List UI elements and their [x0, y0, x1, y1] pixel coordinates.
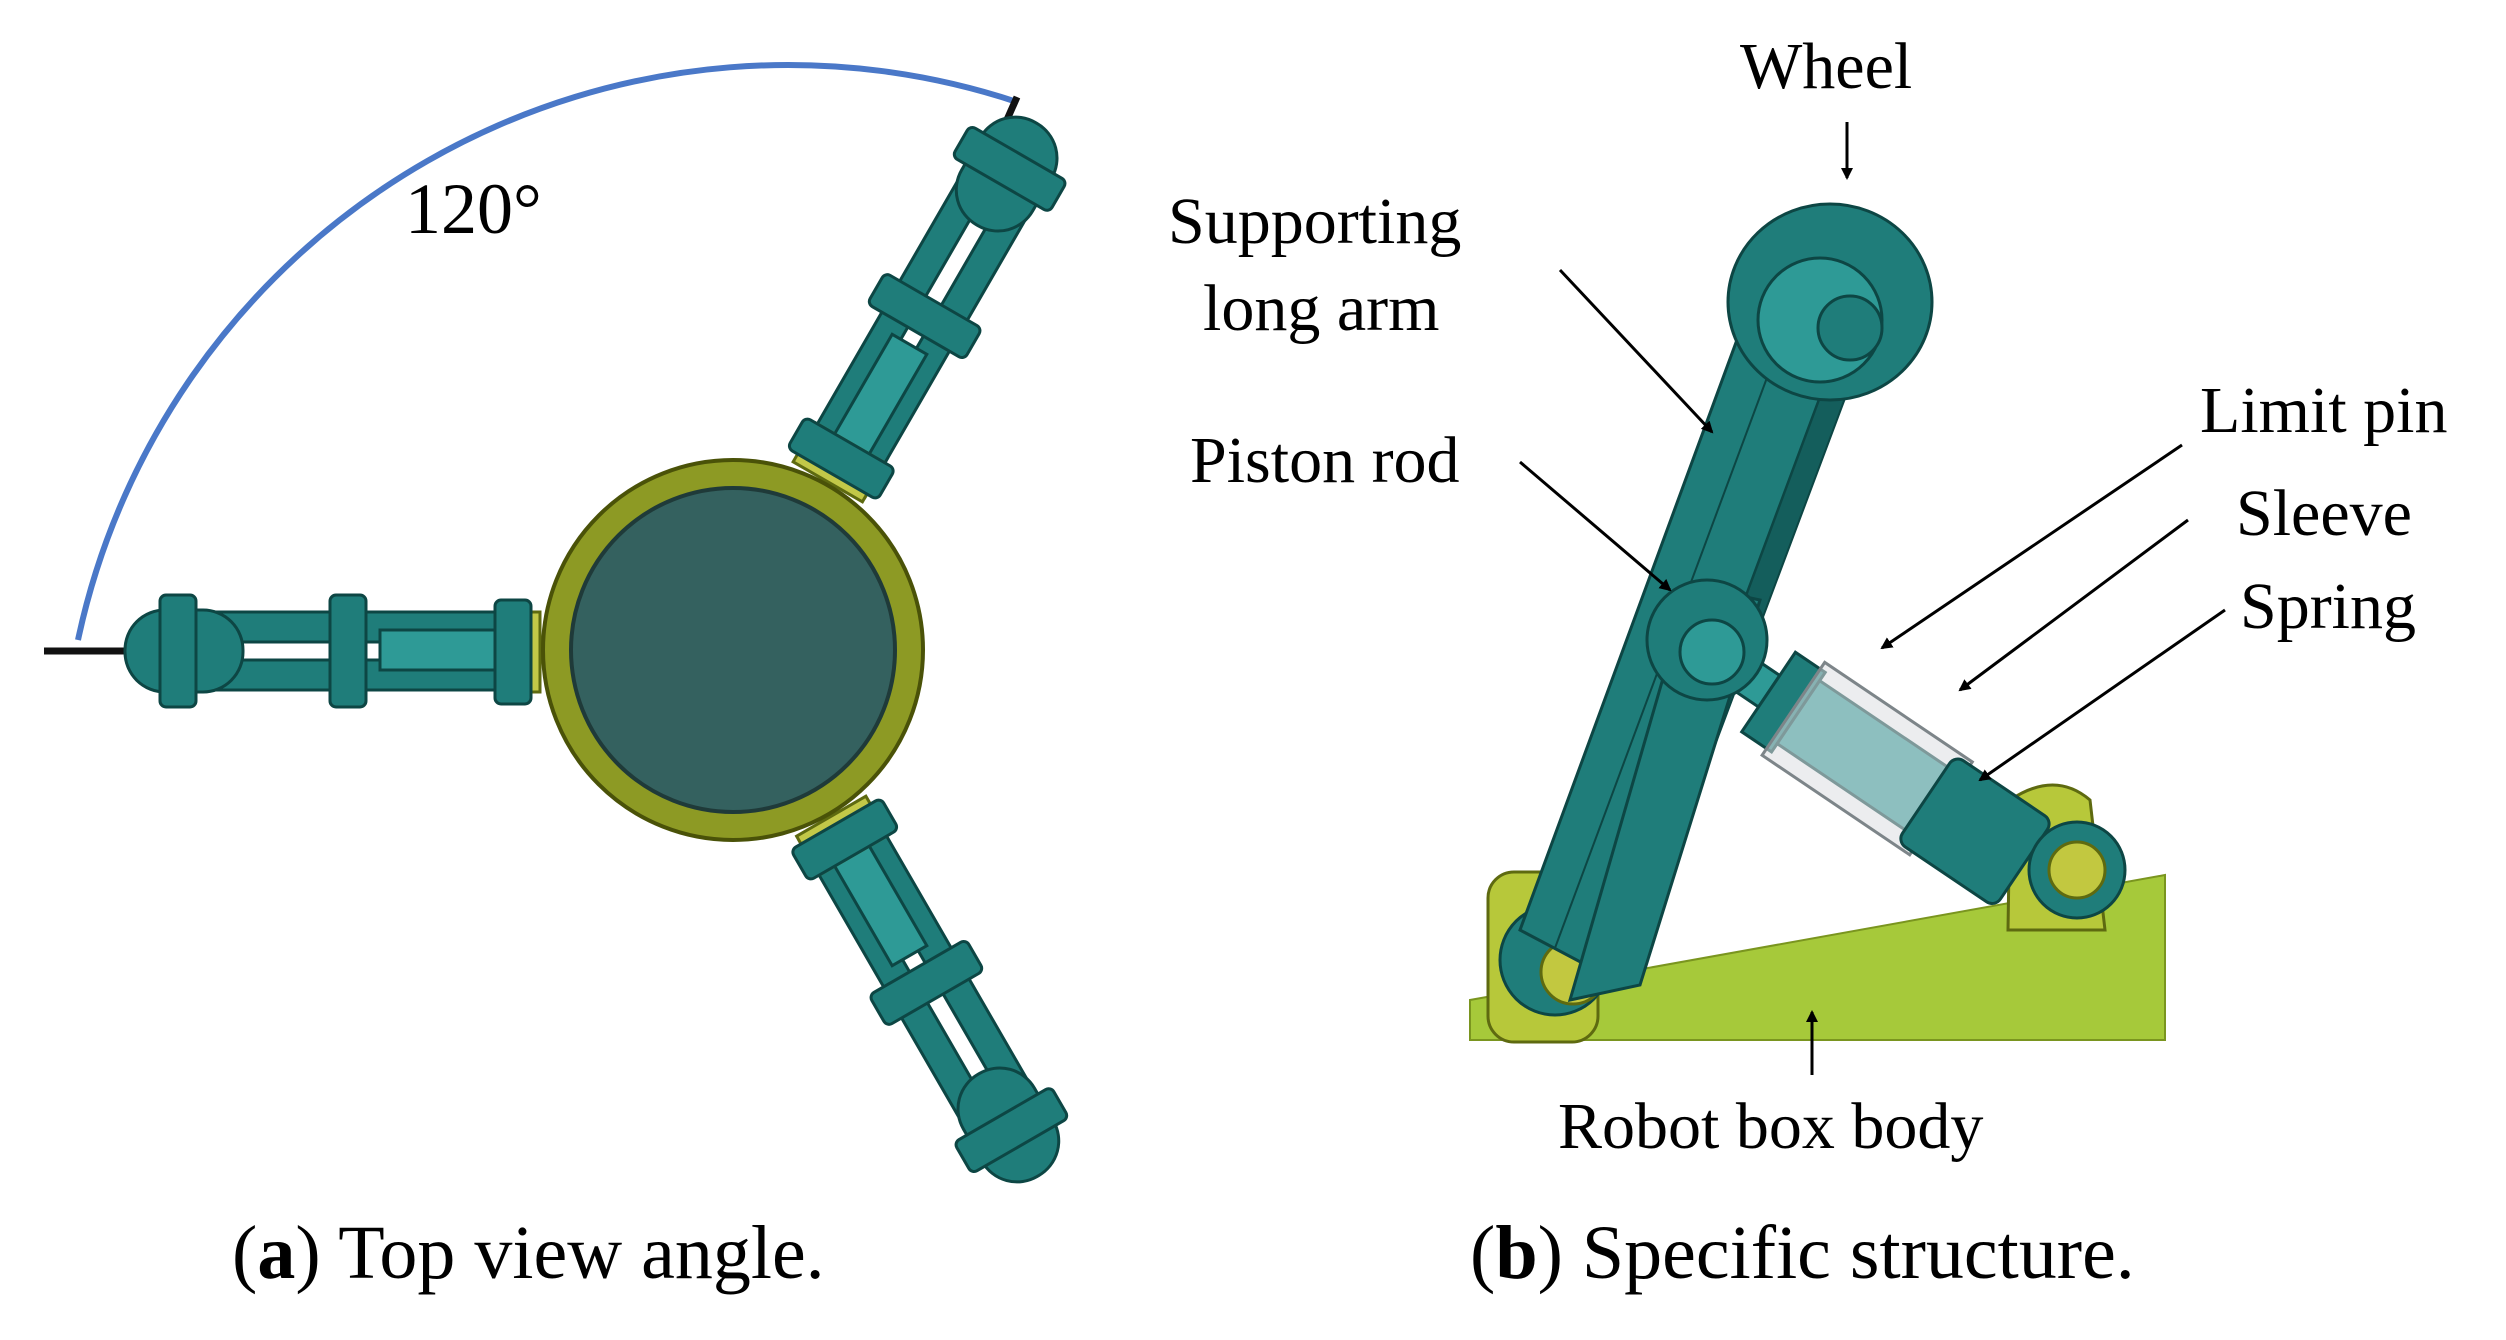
angle-label: 120°	[405, 169, 542, 249]
panel-b-structure: Wheel Supporting long arm Piston rod Lim…	[1168, 30, 2448, 1163]
label-long-arm: long arm	[1203, 272, 1439, 345]
caption-a-text: Top view angle.	[320, 1211, 825, 1295]
arm-left	[123, 593, 542, 709]
label-supporting: Supporting	[1168, 185, 1461, 258]
label-robot-box-body: Robot box body	[1558, 1090, 1983, 1163]
panel-a-top-view: 120°	[44, 62, 1069, 1184]
angle-arc	[75, 62, 1018, 641]
central-hub	[541, 458, 925, 842]
caption-b-text: Specific structure.	[1562, 1211, 2135, 1295]
caption-b: (b) Specific structure.	[1470, 1211, 2135, 1295]
piston-rod-link	[1567, 578, 1769, 1002]
caption-b-letter: b	[1495, 1211, 1538, 1295]
arrow-supporting-long-arm	[1558, 268, 1714, 434]
label-wheel: Wheel	[1740, 30, 1912, 103]
arm-bottom-right	[791, 794, 1069, 1184]
arrow-sleeve	[1958, 518, 2189, 692]
caption-a-letter: a	[257, 1211, 296, 1295]
label-spring: Spring	[2240, 570, 2416, 643]
arrow-piston-rod	[1519, 460, 1672, 592]
label-piston-rod: Piston rod	[1190, 424, 1460, 497]
arrow-spring	[1978, 608, 2226, 782]
cylinder-assembly	[1656, 606, 2051, 905]
arrow-limit-pin	[1880, 443, 2183, 650]
wheel-shape	[1726, 202, 1934, 402]
label-sleeve: Sleeve	[2236, 477, 2412, 550]
caption-a: (a) Top view angle.	[232, 1211, 825, 1295]
label-limit-pin: Limit pin	[2200, 374, 2448, 447]
robot-box-body-shape	[1469, 873, 2166, 1041]
arm-top-right	[787, 115, 1067, 504]
